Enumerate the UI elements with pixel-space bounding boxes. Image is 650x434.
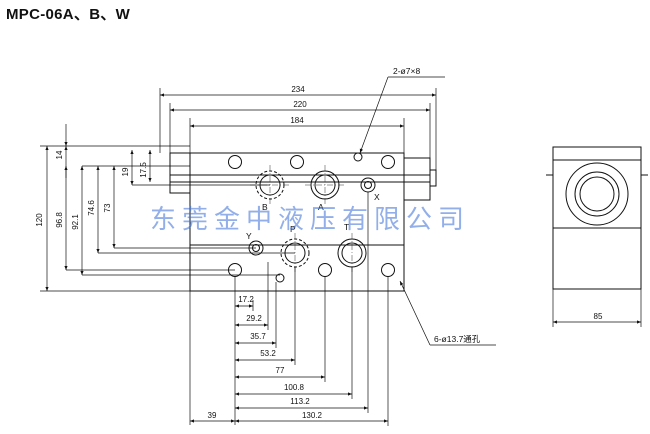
label-port-B: B — [262, 202, 268, 212]
callout-through-holes: 6-ø13.7通孔 — [434, 334, 481, 344]
drawing-title: MPC-06A、B、W — [6, 6, 131, 23]
port-X — [360, 177, 376, 193]
dim-92-1: 92.1 — [71, 214, 80, 230]
watermark-text: 东莞金中液压有限公司 — [150, 205, 470, 235]
dim-19: 19 — [121, 167, 130, 176]
callout-top-holes: 2-ø7×8 — [393, 66, 420, 76]
label-port-A: A — [318, 202, 324, 212]
pin-hole — [353, 152, 363, 162]
dim-77: 77 — [276, 366, 285, 375]
right-boss-cap — [429, 169, 437, 187]
dim-120: 120 — [35, 213, 44, 227]
mount-hole — [318, 263, 332, 277]
label-port-T: T — [344, 222, 349, 232]
dim-73: 73 — [103, 203, 112, 212]
dim-85: 85 — [594, 312, 603, 321]
label-port-P: P — [290, 224, 296, 234]
mount-hole — [228, 155, 242, 169]
dim-53-2: 53.2 — [260, 349, 276, 358]
left-boss — [169, 152, 191, 194]
dim-113-2: 113.2 — [290, 397, 310, 406]
mount-hole — [381, 155, 395, 169]
dim-17-5: 17.5 — [139, 162, 148, 178]
dim-14: 14 — [55, 150, 64, 159]
dim-220: 220 — [293, 100, 307, 109]
pin-hole — [275, 273, 285, 283]
label-port-Y: Y — [246, 231, 252, 241]
side-view — [546, 146, 648, 290]
dim-130-2: 130.2 — [302, 411, 323, 420]
right-boss — [403, 157, 431, 201]
dim-35-7: 35.7 — [250, 332, 266, 341]
label-port-X: X — [374, 192, 380, 202]
dim-74-6: 74.6 — [87, 200, 96, 216]
mount-hole — [381, 263, 395, 277]
dim-100-8: 100.8 — [284, 383, 305, 392]
dim-234: 234 — [291, 85, 305, 94]
mount-hole — [290, 155, 304, 169]
dim-39: 39 — [208, 411, 217, 420]
dim-96-8: 96.8 — [55, 212, 64, 228]
manifold-body — [189, 152, 405, 292]
dim-17-2: 17.2 — [238, 295, 254, 304]
dim-29-2: 29.2 — [246, 314, 262, 323]
dim-184: 184 — [290, 116, 304, 125]
